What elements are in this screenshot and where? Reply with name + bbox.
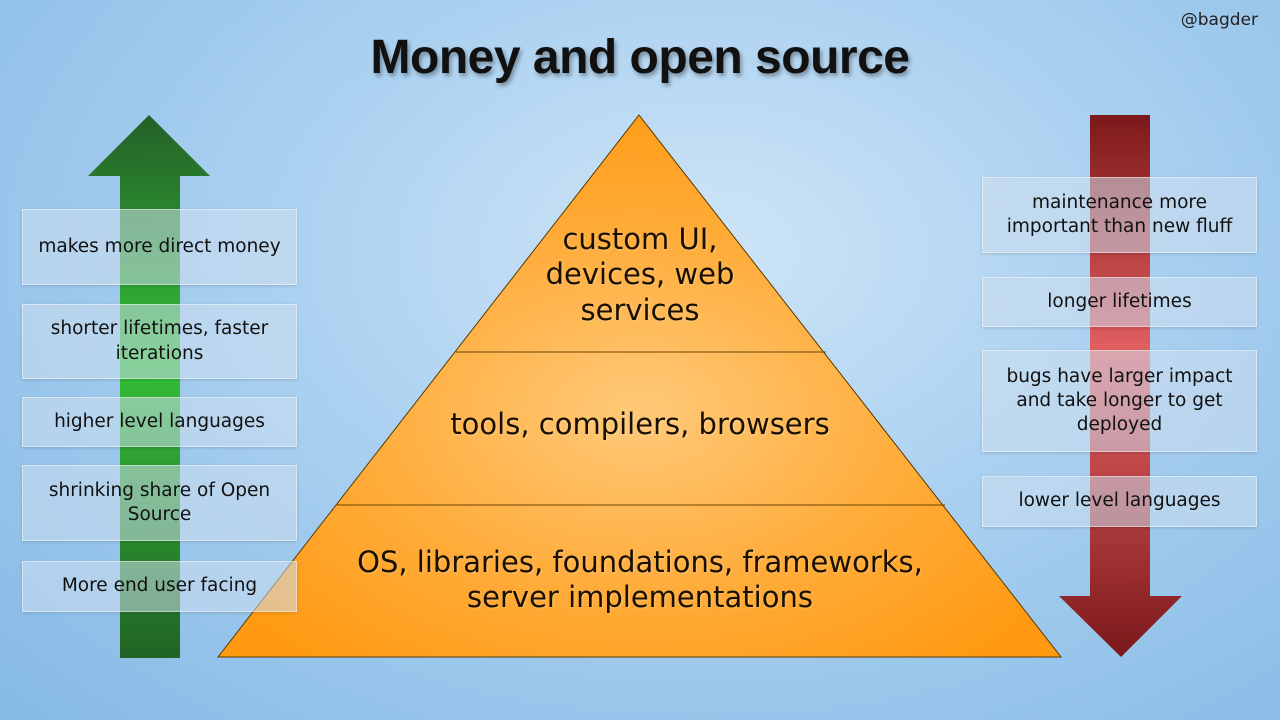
pyramid-layer-bottom: OS, libraries, foundations, frameworks, … bbox=[357, 545, 923, 615]
author-handle: @bagder bbox=[1180, 10, 1258, 30]
left-note-shorter-lifetimes: shorter lifetimes, faster iterations bbox=[22, 304, 297, 379]
left-note-direct-money: makes more direct money bbox=[22, 209, 297, 285]
right-note-longer-lifetimes: longer lifetimes bbox=[982, 277, 1257, 327]
left-note-higher-level-languages: higher level languages bbox=[22, 397, 297, 447]
right-note-maintenance: maintenance more important than new fluf… bbox=[982, 177, 1257, 253]
left-note-end-user-facing: More end user facing bbox=[22, 561, 297, 612]
right-note-lower-level-languages: lower level languages bbox=[982, 476, 1257, 527]
pyramid-shape bbox=[216, 114, 1063, 658]
slide-title: Money and open source bbox=[370, 31, 910, 84]
pyramid-layer-middle: tools, compilers, browsers bbox=[450, 407, 830, 441]
left-note-shrinking-share: shrinking share of Open Source bbox=[22, 465, 297, 541]
right-note-bugs-impact: bugs have larger impact and take longer … bbox=[982, 350, 1257, 452]
pyramid-layer-top: custom UI, devices, web services bbox=[545, 222, 735, 327]
